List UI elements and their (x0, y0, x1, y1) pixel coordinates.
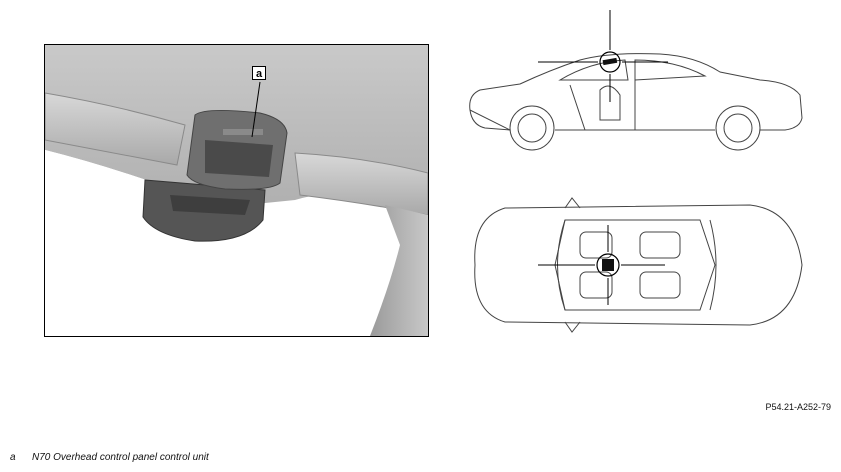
legend-key: a (10, 452, 16, 463)
location-marker-top (538, 225, 665, 305)
overhead-panel-photo (44, 44, 429, 337)
callout-a: a (252, 66, 266, 80)
reference-code: P54.21-A252-79 (765, 402, 831, 412)
vehicle-top-view (474, 197, 803, 333)
legend-text: N70 Overhead control panel control unit (32, 452, 209, 463)
location-marker-side (538, 10, 668, 102)
legend: a N70 Overhead control panel control unit (10, 452, 209, 463)
overhead-panel-illustration (45, 45, 428, 336)
vehicle-side-view (469, 10, 803, 151)
